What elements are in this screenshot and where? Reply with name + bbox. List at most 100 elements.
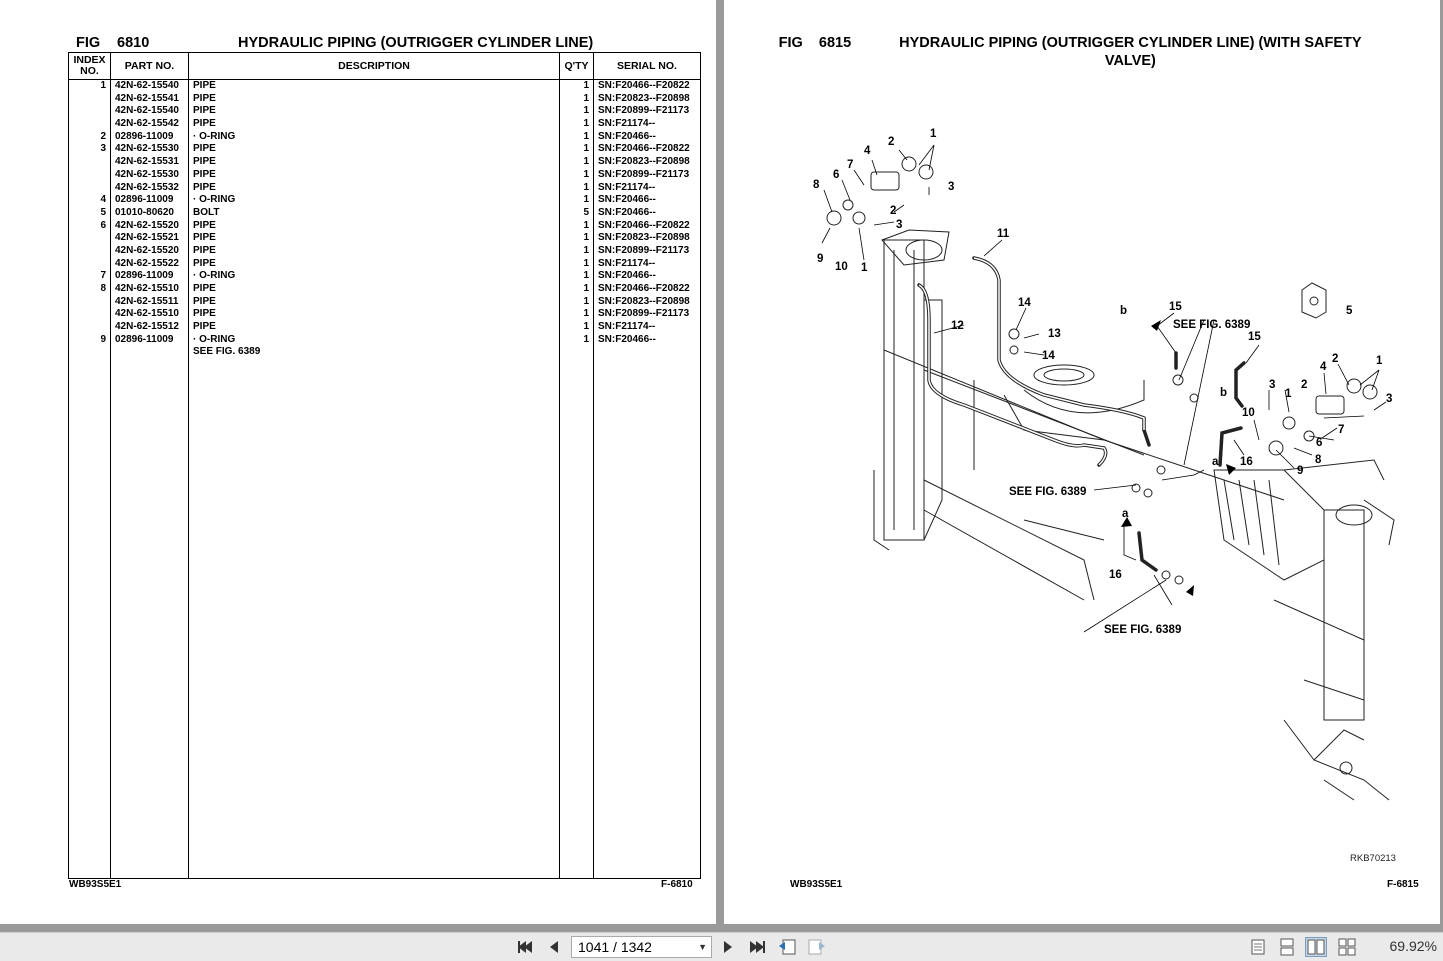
row-19-desc: PIPE <box>193 308 216 320</box>
row-3-part: 42N-62-15540 <box>115 105 179 117</box>
page-indicator: 1041 / 1342 <box>578 939 652 955</box>
row-1-qty: 1 <box>583 80 589 91</box>
row-18-part: 42N-62-15511 <box>115 295 179 307</box>
first-page-icon <box>518 941 532 953</box>
continuous-view-button[interactable] <box>1276 937 1298 957</box>
row-20-qty: 1 <box>583 321 589 333</box>
callout-1b: 1 <box>861 262 868 274</box>
two-page-view-button[interactable] <box>1305 937 1327 957</box>
row-1-index: 1 <box>100 80 106 91</box>
chevron-down-icon[interactable]: ▼ <box>698 942 707 952</box>
callout-9: 9 <box>817 253 823 265</box>
callout-2: 2 <box>888 136 894 148</box>
row-14-desc: PIPE <box>193 244 216 256</box>
callout-11: 11 <box>997 228 1010 240</box>
callout-3c: 3 <box>1269 379 1275 391</box>
single-page-icon <box>1251 939 1265 955</box>
row-15-qty: 1 <box>583 257 589 269</box>
callout-1d: 1 <box>1376 355 1383 367</box>
row-15-desc: PIPE <box>193 257 216 269</box>
row-17-serial: SN:F20466--F20822 <box>598 283 690 294</box>
row-19-serial: SN:F20899--F21173 <box>598 308 690 320</box>
go-back-button[interactable] <box>776 937 798 957</box>
fig-number: 6810 <box>117 35 150 51</box>
row-3-desc: PIPE <box>193 105 216 117</box>
row-9-serial: SN:F21174-- <box>598 181 656 193</box>
parts-list-page: FIG 6810 HYDRAULIC PIPING (OUTRIGGER CYL… <box>0 0 716 924</box>
single-page-view-button[interactable] <box>1247 937 1269 957</box>
go-forward-button[interactable] <box>806 937 828 957</box>
last-page-button[interactable] <box>746 937 768 957</box>
row-20-serial: SN:F21174-- <box>598 321 656 333</box>
row-10-index: 4 <box>100 194 106 206</box>
row-3-qty: 1 <box>583 105 589 117</box>
see-fig-mid: SEE FIG. 6389 <box>1009 486 1086 498</box>
callout-a2: a <box>1122 508 1129 520</box>
row-5-index: 2 <box>100 130 106 142</box>
row-2-qty: 1 <box>583 92 589 104</box>
row-5-serial: SN:F20466-- <box>598 130 656 142</box>
row-7-desc: PIPE <box>193 156 216 168</box>
row-14-qty: 1 <box>583 244 589 256</box>
callout-14b: 14 <box>1042 350 1055 362</box>
callout-16: 16 <box>1240 456 1253 468</box>
page-code: F-6815 <box>1387 879 1419 890</box>
go-back-icon <box>779 939 796 955</box>
row-11-qty: 5 <box>583 206 589 218</box>
previous-page-icon <box>550 941 558 953</box>
row-12-part: 42N-62-15520 <box>115 219 179 231</box>
callout-3d: 3 <box>1386 393 1392 405</box>
row-11-index: 5 <box>100 206 106 218</box>
previous-page-button[interactable] <box>543 937 565 957</box>
row-13-serial: SN:F20823--F20898 <box>598 232 690 244</box>
row-18-serial: SN:F20823--F20898 <box>598 295 690 307</box>
zoom-level[interactable]: 69.92% <box>1389 938 1437 954</box>
row-5-part: 02896-11009 <box>115 130 174 142</box>
parts-table: INDEX NO. PART NO. DESCRIPTION Q'TY SERI… <box>68 52 701 879</box>
row-5-desc: · O-RING <box>193 130 236 142</box>
next-page-button[interactable] <box>717 937 739 957</box>
see-fig-top: SEE FIG. 6389 <box>1173 319 1250 331</box>
diagram-code: RKB70213 <box>1350 853 1396 864</box>
callout-9b: 9 <box>1297 465 1303 477</box>
row-10-part: 02896-11009 <box>115 194 174 206</box>
row-12-qty: 1 <box>583 219 589 231</box>
header-part-no: PART NO. <box>110 52 189 80</box>
row-17-part: 42N-62-15510 <box>115 283 179 294</box>
row-15-part: 42N-62-15522 <box>115 257 179 269</box>
row-8-index <box>69 169 106 182</box>
row-9-qty: 1 <box>583 181 589 193</box>
two-page-continuous-button[interactable] <box>1336 937 1358 957</box>
row-6-serial: SN:F20466--F20822 <box>598 143 690 155</box>
callout-8b: 8 <box>1315 454 1322 466</box>
row-10-desc: · O-RING <box>193 194 236 206</box>
row-6-qty: 1 <box>583 143 589 155</box>
row-2-serial: SN:F20823--F20898 <box>598 92 690 104</box>
diagram-page: FIG 6815 HYDRAULIC PIPING (OUTRIGGER CYL… <box>724 0 1440 924</box>
callout-3: 3 <box>948 181 954 193</box>
callout-13: 13 <box>1048 328 1061 340</box>
exploded-diagram: 1 2 3 4 7 6 8 2 3 9 10 1 11 12 14 13 14 … <box>813 128 1395 801</box>
callout-10b: 10 <box>1242 407 1255 419</box>
page-number-input[interactable]: 1041 / 1342 ▼ <box>571 936 712 958</box>
row-15-serial: SN:F21174-- <box>598 257 656 269</box>
row-11-serial: SN:F20466-- <box>598 206 656 218</box>
row-19-qty: 1 <box>583 308 589 320</box>
row-13-part: 42N-62-15521 <box>115 232 179 244</box>
row-8-qty: 1 <box>583 168 589 180</box>
row-15-index <box>69 258 106 271</box>
see-fig-bottom: SEE FIG. 6389 <box>1104 624 1181 636</box>
first-page-button[interactable] <box>514 937 536 957</box>
next-page-icon <box>724 941 732 953</box>
callout-10: 10 <box>835 261 848 273</box>
row-4-qty: 1 <box>583 118 589 130</box>
go-forward-icon <box>808 939 825 955</box>
row-21-part: 02896-11009 <box>115 333 174 345</box>
row-22-serial <box>598 346 700 359</box>
